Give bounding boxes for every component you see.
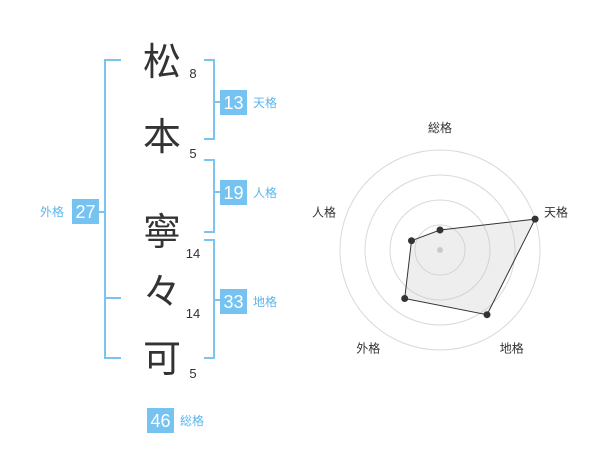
tenkaku-group: 13 天格 xyxy=(220,90,277,115)
soukaku-box xyxy=(147,408,174,433)
gaikaku-label: 外格 xyxy=(40,204,64,219)
radar-ring-2 xyxy=(389,199,491,301)
character-4: 々 xyxy=(143,270,181,314)
chikaku-group: 33 地格 xyxy=(220,289,277,314)
gaikaku-bracket xyxy=(104,59,121,359)
radar-axis-label-2: 天格 xyxy=(544,204,568,219)
name-column: 松 8 本 5 寧 14 々 14 可 5 xyxy=(143,40,200,381)
character-5: 可 xyxy=(143,337,181,381)
tenkaku-label: 天格 xyxy=(253,95,277,110)
gaikaku-group: 27 外格 xyxy=(40,199,99,224)
radar-axis-label-5: 人格 xyxy=(312,204,336,219)
radar-point-3 xyxy=(483,311,491,319)
radar-polygon xyxy=(404,218,536,316)
soukaku-value: 46 xyxy=(150,411,170,431)
stroke-count-2: 5 xyxy=(189,146,196,161)
tenkaku-value: 13 xyxy=(223,93,243,113)
character-3: 寧 xyxy=(143,210,181,254)
chikaku-value: 33 xyxy=(223,292,243,312)
radar-axis-label-3: 地格 xyxy=(500,341,524,356)
chikaku-label: 地格 xyxy=(253,294,277,309)
character-1: 松 xyxy=(143,40,181,84)
radar-point-5 xyxy=(408,237,415,245)
bracket-lines xyxy=(99,59,220,359)
soukaku-group: 46 総格 xyxy=(147,408,204,433)
jinkaku-group: 19 人格 xyxy=(220,180,277,205)
stroke-count-5: 5 xyxy=(189,366,196,381)
radar-ring-3 xyxy=(364,174,516,326)
chikaku-bracket xyxy=(204,239,215,359)
jinkaku-value: 19 xyxy=(223,183,243,203)
radar-point-2 xyxy=(531,215,539,223)
radar-point-1 xyxy=(436,226,444,234)
stroke-count-3: 14 xyxy=(186,246,200,261)
jinkaku-label: 人格 xyxy=(253,185,277,200)
stroke-count-4: 14 xyxy=(186,306,200,321)
jinkaku-box xyxy=(220,180,247,205)
tenkaku-box xyxy=(220,90,247,115)
radar-ring-1 xyxy=(414,224,466,276)
radar-point-4 xyxy=(401,295,409,302)
character-2: 本 xyxy=(143,115,181,159)
chikaku-box xyxy=(220,289,247,314)
gaikaku-box xyxy=(72,199,99,224)
radar-ring-4 xyxy=(339,149,541,351)
tenkaku-bracket xyxy=(204,59,215,140)
radar-center xyxy=(437,247,443,253)
soukaku-label: 総格 xyxy=(180,413,204,428)
radar-axis-label-4: 外格 xyxy=(356,341,380,356)
jinkaku-bracket xyxy=(204,159,215,233)
gaikaku-value: 27 xyxy=(75,202,95,222)
radar-axis-label-1: 総格 xyxy=(428,120,452,135)
stroke-count-1: 8 xyxy=(189,66,196,81)
